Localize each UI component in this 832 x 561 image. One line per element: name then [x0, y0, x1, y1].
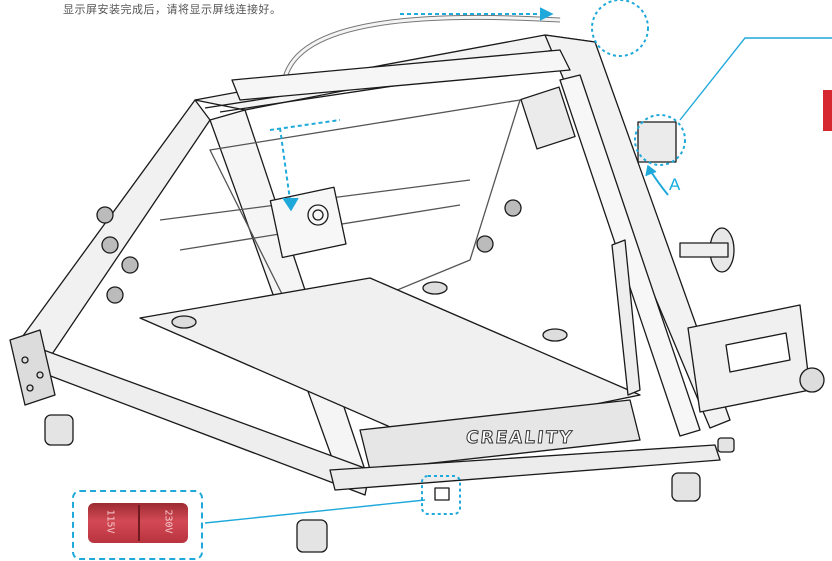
stepper-motor: [520, 86, 576, 150]
power-switch: [434, 487, 450, 501]
page-tab-marker: [823, 90, 832, 131]
foot-left: [44, 414, 74, 446]
callout-line-switch: [204, 499, 426, 524]
base-plate: [329, 444, 721, 491]
callout-box-switch: [421, 475, 461, 515]
print-head: [269, 186, 347, 259]
instruction-caption: 显示屏安装完成后，请将显示屏线连接好。: [63, 3, 282, 16]
switch-divider: [138, 505, 140, 541]
voltage-label-230: 230V: [162, 509, 174, 534]
callout-line-top: [679, 37, 832, 121]
voltage-label-115: 115V: [104, 509, 116, 534]
callout-label-a: A: [669, 175, 681, 194]
belt-bed: [139, 277, 641, 441]
callout-circle-motor: [634, 114, 686, 166]
callout-arrow-a: [649, 169, 669, 196]
foot-right: [671, 472, 701, 502]
brand-logo: CREALITY: [464, 428, 575, 449]
inner-gantry: [231, 49, 571, 101]
foot-front: [296, 519, 328, 553]
callout-arrow-head: [279, 127, 291, 201]
spool-holder: [611, 239, 641, 396]
voltage-switch-body: 115V 230V: [88, 503, 188, 543]
callout-circle-top: [591, 0, 649, 57]
voltage-switch-inset: 115V 230V: [72, 490, 203, 560]
